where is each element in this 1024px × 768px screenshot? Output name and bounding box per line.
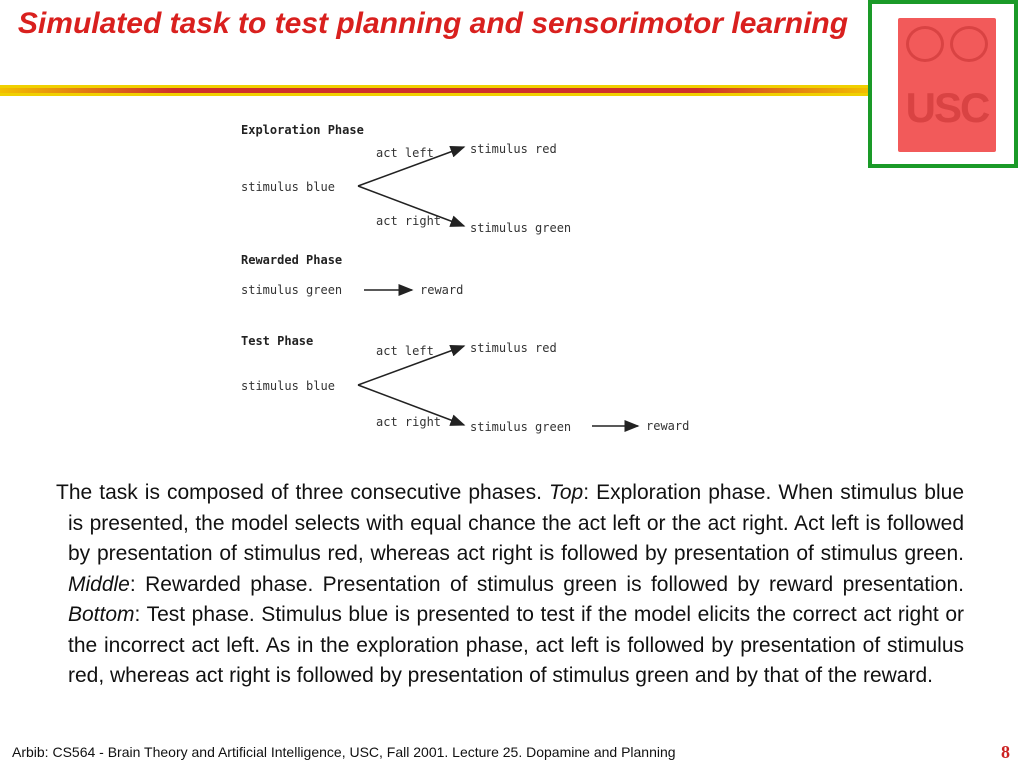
test-stimulus: stimulus blue: [241, 379, 335, 393]
test-final-reward: reward: [646, 419, 689, 433]
arrow-test-left: [357, 345, 466, 386]
exploration-result-red: stimulus red: [470, 142, 557, 156]
arrow-act-left: [357, 146, 466, 187]
slide-title: Simulated task to test planning and sens…: [17, 7, 849, 40]
usc-logo: USC: [898, 18, 996, 152]
exploration-result-green: stimulus green: [470, 221, 571, 235]
exploration-heading: Exploration Phase: [241, 123, 364, 137]
seal-icon: [950, 26, 988, 62]
phase-diagram: Exploration Phase act left stimulus red …: [241, 123, 689, 434]
arrow-test-right: [357, 384, 466, 426]
desc-middle: Middle: [68, 572, 130, 596]
desc-bottom: Bottom: [68, 603, 135, 626]
seal-icon: [906, 26, 944, 62]
rewarded-result: reward: [420, 283, 463, 297]
desc-part-4: : Test phase. Stimulus blue is presented…: [68, 603, 964, 687]
desc-top: Top: [548, 481, 584, 504]
test-result-green: stimulus green: [470, 420, 571, 434]
page-number: 8: [1001, 742, 1010, 762]
stripe-graphic: [0, 85, 870, 96]
exploration-stimulus: stimulus blue: [241, 180, 335, 194]
desc-part-1: The task is composed of three consecutiv…: [56, 481, 549, 504]
rewarded-stimulus: stimulus green: [241, 283, 342, 297]
usc-logo-text: USC: [905, 84, 991, 131]
slide-footer: Arbib: CS564 - Brain Theory and Artifici…: [12, 744, 676, 760]
rewarded-heading: Rewarded Phase: [241, 253, 342, 267]
desc-part-2: : Exploration phase. When stimulus blue …: [68, 481, 964, 565]
test-result-red: stimulus red: [470, 341, 557, 355]
exploration-act-left: act left: [376, 146, 434, 160]
test-act-right: act right: [376, 415, 441, 429]
title-stripe: [0, 84, 870, 96]
description-paragraph: The task is composed of three consecutiv…: [56, 478, 964, 692]
usc-logo-frame: USC: [868, 0, 1018, 168]
exploration-act-right: act right: [376, 214, 441, 228]
test-act-left: act left: [376, 344, 434, 358]
test-heading: Test Phase: [241, 334, 313, 348]
arrow-act-right: [357, 185, 466, 227]
desc-part-3: : Rewarded phase. Presentation of stimul…: [129, 572, 964, 596]
